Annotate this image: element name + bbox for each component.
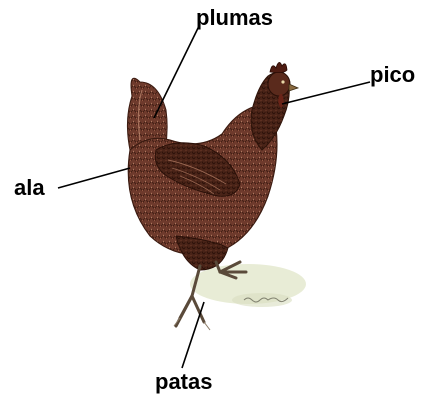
hen-eye — [281, 80, 284, 83]
leader-line-ala — [58, 168, 130, 188]
hen-head — [268, 72, 290, 96]
label-patas: patas — [155, 371, 212, 393]
label-ala: ala — [14, 177, 45, 199]
leader-line-patas — [182, 302, 204, 368]
hen-beak — [289, 84, 298, 91]
label-plumas: plumas — [196, 7, 273, 29]
leader-line-plumas — [154, 24, 200, 118]
label-pico: pico — [370, 64, 415, 86]
leader-line-pico — [282, 82, 370, 104]
ground-shadow-2 — [232, 293, 292, 307]
hen-comb — [270, 62, 287, 72]
